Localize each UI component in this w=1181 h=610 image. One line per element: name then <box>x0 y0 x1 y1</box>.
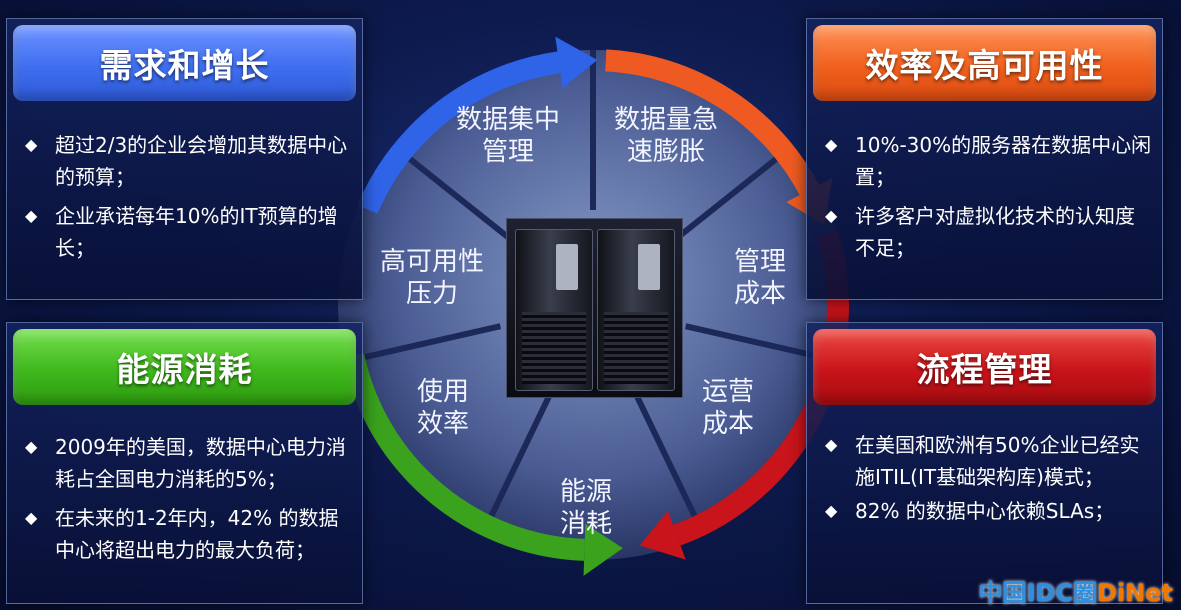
panel-title: 需求和增长 <box>13 25 356 101</box>
arrowhead-icon <box>583 523 623 576</box>
arrowhead-icon <box>555 36 598 89</box>
diamond-icon: ◆ <box>25 206 38 225</box>
diamond-icon: ◆ <box>825 501 838 520</box>
diamond-icon: ◆ <box>825 206 838 225</box>
wheel-segment-label: 管理成本 <box>734 247 786 309</box>
panel-title: 能源消耗 <box>13 329 356 405</box>
list-item: ◆10%-30%的服务器在数据中心闲置； <box>825 133 1152 189</box>
list-item: ◆许多客户对虚拟化技术的认知度不足； <box>825 204 1135 260</box>
panel-process-management: 流程管理 ◆在美国和欧洲有50%企业已经实施ITIL(IT基础架构库)模式； ◆… <box>806 322 1163 604</box>
diamond-icon: ◆ <box>825 135 838 154</box>
wheel-segment-label: 能源消耗 <box>560 477 612 539</box>
wheel-segment-label: 运营成本 <box>702 377 754 439</box>
list-item: ◆企业承诺每年10%的IT预算的增长； <box>25 204 338 260</box>
arrowhead-icon <box>639 510 686 560</box>
list-item: ◆82% 的数据中心依赖SLAs； <box>825 499 1115 523</box>
bullet-list: ◆超过2/3的企业会增加其数据中心的预算； ◆企业承诺每年10%的IT预算的增长… <box>25 129 352 271</box>
curved-arrow-icon <box>342 353 585 561</box>
server-rack-right <box>597 229 675 391</box>
wheel-segment-label: 数据量急速膨胀 <box>614 105 718 167</box>
segment-divider <box>343 323 502 365</box>
list-item: ◆2009年的美国，数据中心电力消耗占全国电力消耗的5%； <box>25 435 346 491</box>
wheel-segment-label: 数据集中管理 <box>456 105 560 167</box>
list-item: ◆超过2/3的企业会增加其数据中心的预算； <box>25 133 348 189</box>
panel-energy-consumption: 能源消耗 ◆2009年的美国，数据中心电力消耗占全国电力消耗的5%； ◆在未来的… <box>6 322 363 604</box>
wheel-segment-label: 使用效率 <box>417 377 469 439</box>
panel-title: 流程管理 <box>813 329 1156 405</box>
watermark-logo: 中国IDC圈DiNet <box>978 579 1173 607</box>
list-item: ◆在美国和欧洲有50%企业已经实施ITIL(IT基础架构库)模式； <box>825 433 1140 489</box>
segment-divider <box>391 143 521 249</box>
list-item: ◆在未来的1-2年内，42% 的数据中心将超出电力的最大负荷； <box>25 506 339 562</box>
diamond-icon: ◆ <box>825 435 838 454</box>
server-icon <box>506 218 683 398</box>
wheel-segment-label: 高可用性压力 <box>380 247 484 309</box>
segment-divider <box>631 389 707 537</box>
server-rack-left <box>515 229 593 391</box>
panel-demand-growth: 需求和增长 ◆超过2/3的企业会增加其数据中心的预算； ◆企业承诺每年10%的I… <box>6 18 363 300</box>
panel-efficiency-availability: 效率及高可用性 ◆10%-30%的服务器在数据中心闲置； ◆许多客户对虚拟化技术… <box>806 18 1163 300</box>
diamond-icon: ◆ <box>25 135 38 154</box>
bullet-list: ◆10%-30%的服务器在数据中心闲置； ◆许多客户对虚拟化技术的认知度不足； <box>825 129 1152 271</box>
panel-title: 效率及高可用性 <box>813 25 1156 101</box>
segment-divider <box>479 389 555 537</box>
curved-arrow-icon <box>605 49 820 196</box>
diamond-icon: ◆ <box>25 508 38 527</box>
bullet-list: ◆2009年的美国，数据中心电力消耗占全国电力消耗的5%； ◆在未来的1-2年内… <box>25 431 352 573</box>
segment-divider <box>665 143 795 249</box>
diamond-icon: ◆ <box>25 437 38 456</box>
bullet-list: ◆在美国和欧洲有50%企业已经实施ITIL(IT基础架构库)模式； ◆82% 的… <box>825 429 1152 529</box>
curved-arrow-icon <box>357 51 561 214</box>
